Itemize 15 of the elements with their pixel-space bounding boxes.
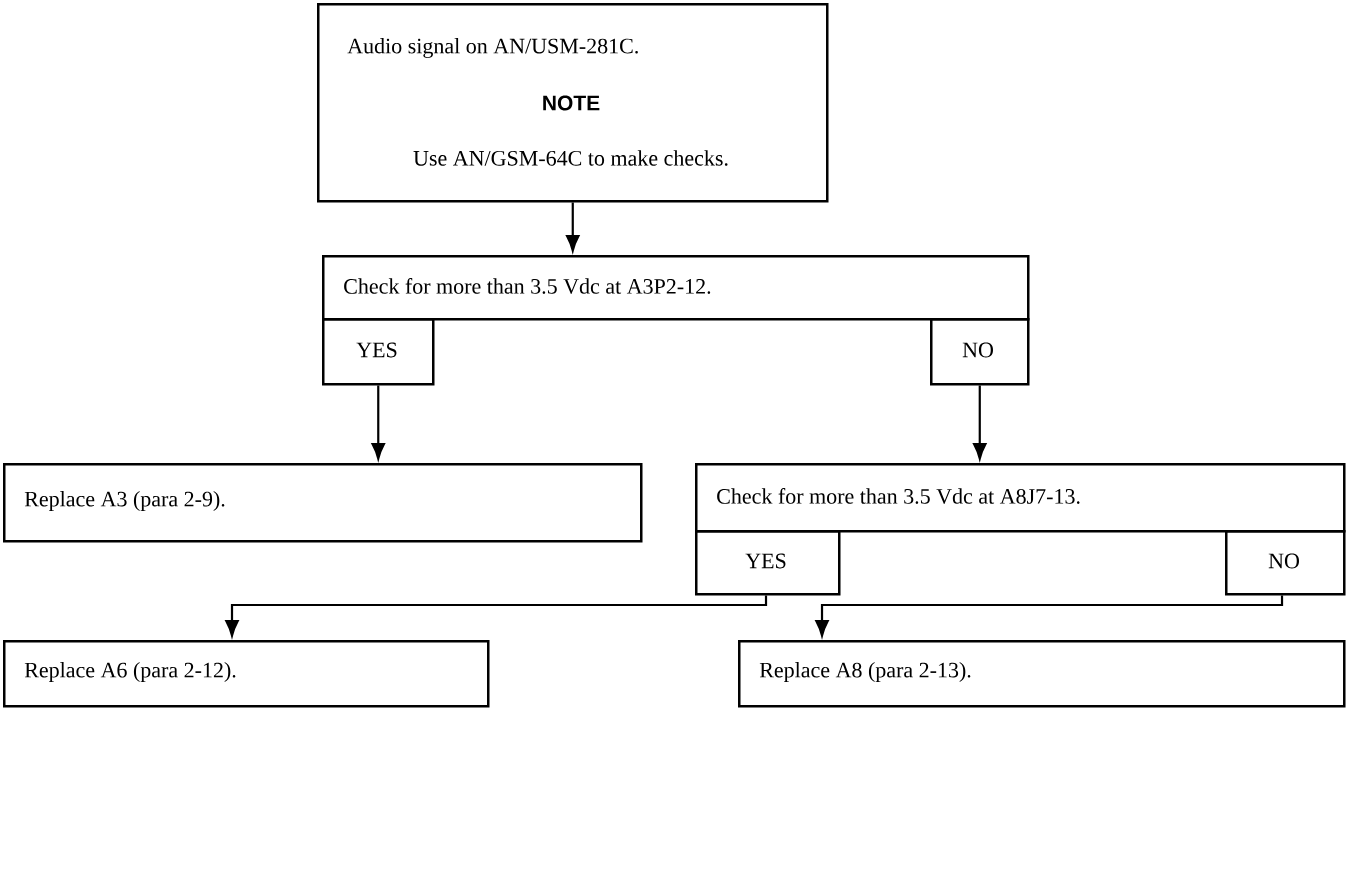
answer-tab: NO xyxy=(930,318,1030,386)
action-box: Replace A3 (para 2-9). xyxy=(3,463,643,543)
answer-tab: YES xyxy=(695,530,841,596)
action-box: Replace A6 (para 2-12). xyxy=(3,640,490,708)
answer-tab: NO xyxy=(1225,530,1346,596)
answer-tab: YES xyxy=(322,318,435,386)
arrow xyxy=(225,595,768,637)
decision-box: Check for more than 3.5 Vdc at A8J7-13. xyxy=(695,463,1346,533)
arrow xyxy=(815,595,1284,637)
decision-box: Check for more than 3.5 Vdc at A3P2-12. xyxy=(322,255,1030,321)
arrow xyxy=(371,385,385,460)
arrow xyxy=(566,202,580,252)
note-box: Audio signal on AN/USM-281C. NOTE Use AN/GSM-64C to make checks. xyxy=(317,3,829,203)
action-box: Replace A8 (para 2-13). xyxy=(738,640,1346,708)
arrow xyxy=(973,385,987,460)
